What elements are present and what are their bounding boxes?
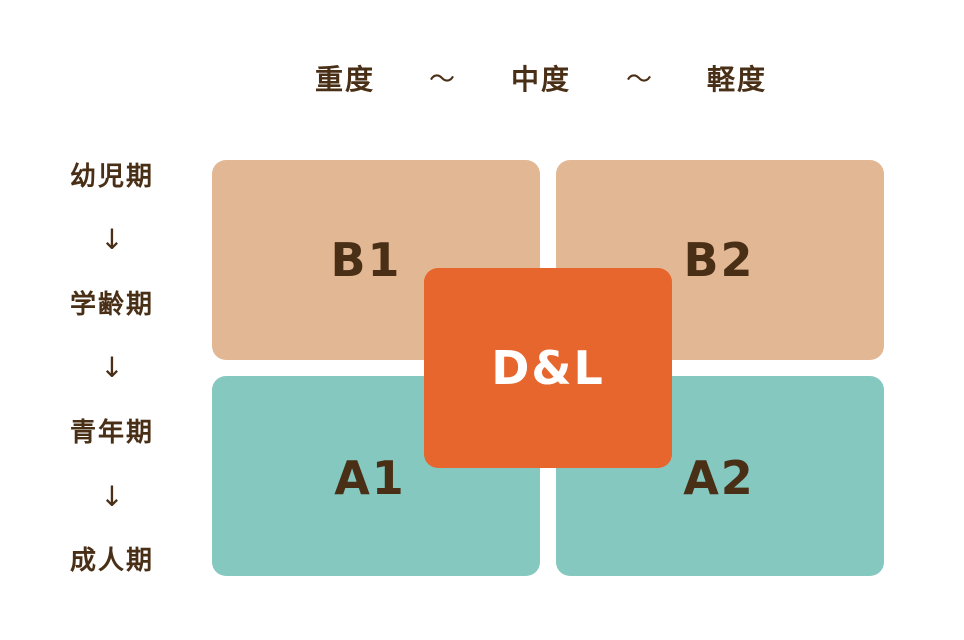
block-a1-label: A1 — [334, 451, 406, 505]
column-header-severe: 重度 — [314, 63, 375, 96]
down-arrow-icon: ↓ — [100, 223, 124, 256]
block-dl-label: D&L — [491, 341, 605, 395]
stage-adolescence: 青年期 — [69, 418, 154, 448]
column-separator-2: ～ — [625, 65, 652, 95]
block-dl-center: D&L — [424, 268, 672, 468]
down-arrow-icon: ↓ — [100, 480, 124, 513]
column-separator-1: ～ — [428, 65, 455, 95]
block-a1: A1 — [212, 376, 540, 576]
block-b1: B1 — [212, 160, 540, 360]
column-header-mild: 軽度 — [706, 63, 767, 96]
block-b1-label: B1 — [330, 233, 402, 287]
block-a2-label: A2 — [683, 451, 755, 505]
block-b2-label: B2 — [683, 233, 755, 287]
stage-infancy: 幼児期 — [69, 162, 154, 192]
down-arrow-icon: ↓ — [100, 351, 124, 384]
column-header-moderate: 中度 — [510, 63, 571, 96]
stage-school-age: 学齢期 — [69, 290, 154, 320]
stage-adulthood: 成人期 — [69, 546, 154, 576]
